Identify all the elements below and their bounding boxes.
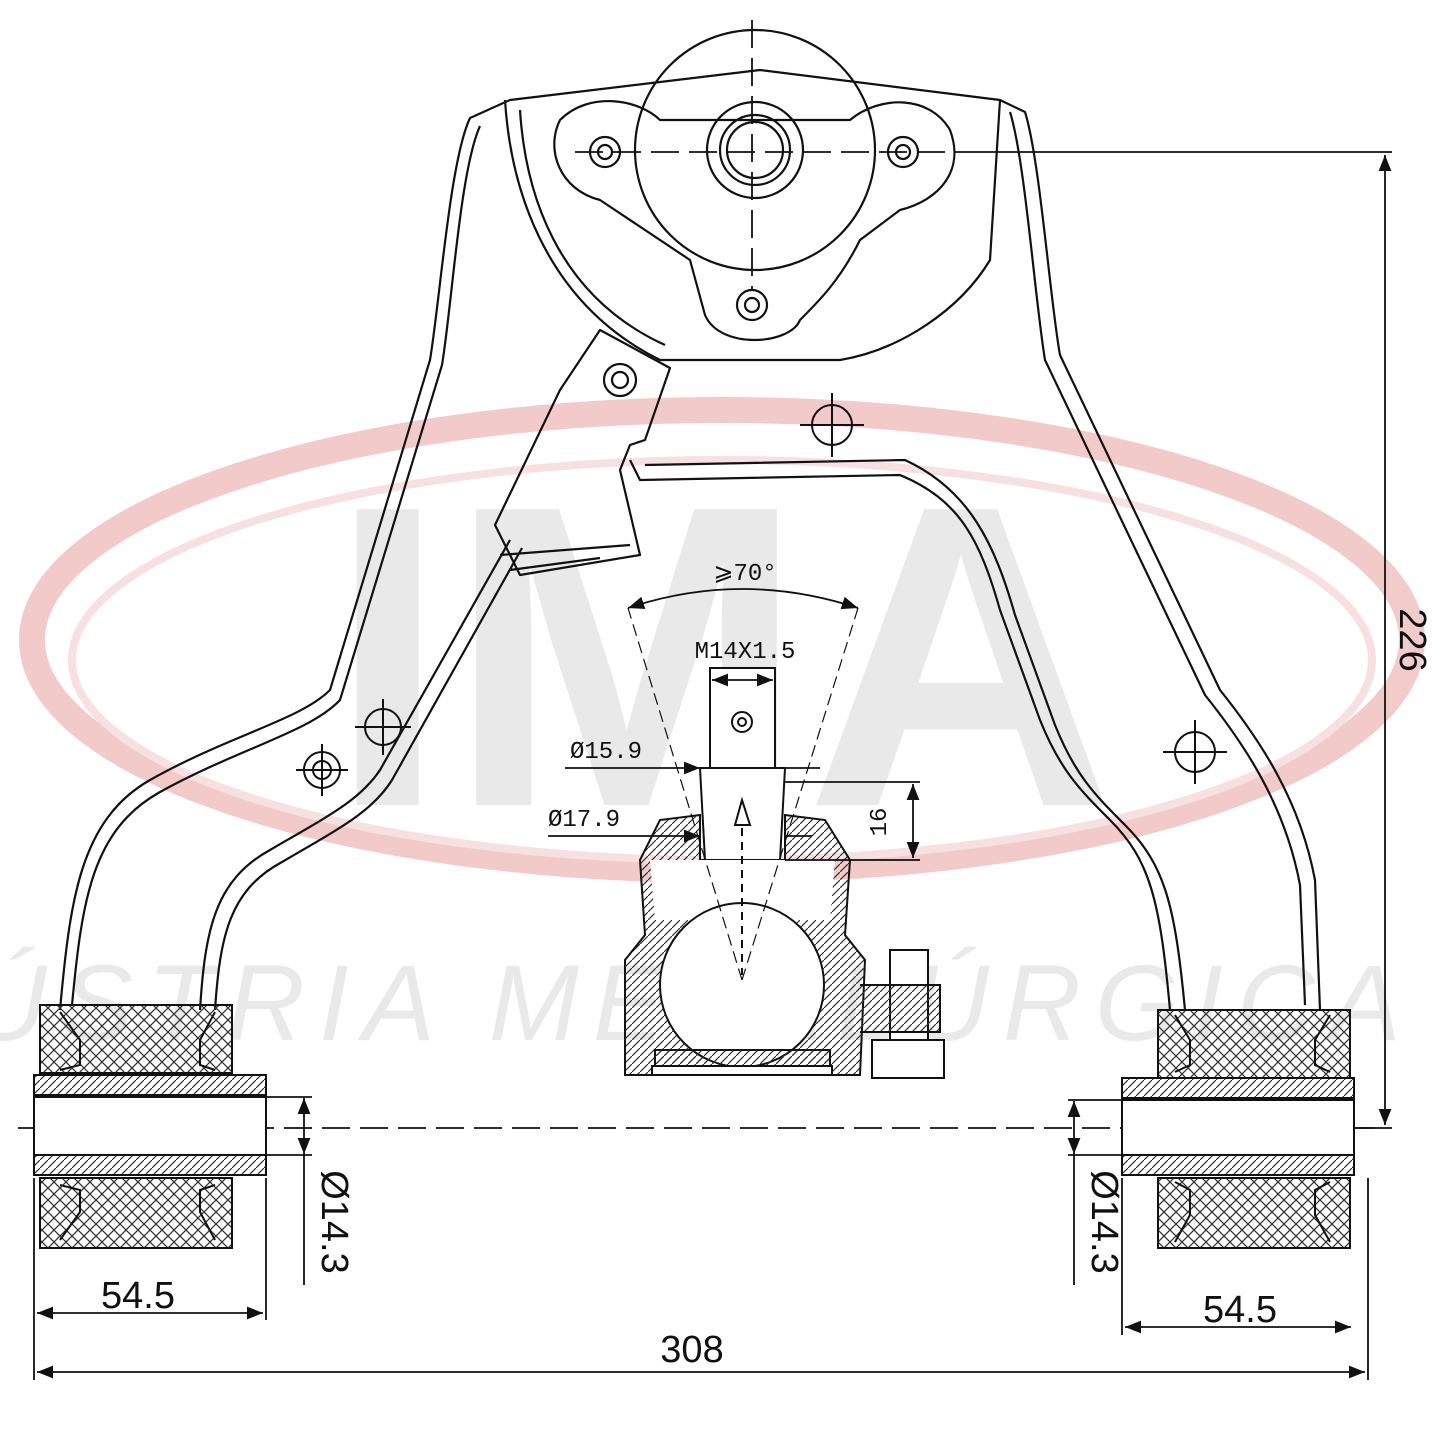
mount-plate [553,100,956,342]
arm-outer-outline [58,68,1322,1011]
dim-right-bushing-width: 54.5 [1203,1289,1277,1331]
dim-angle: ⩾70° [713,561,776,588]
right-bushing [1121,1009,1355,1249]
arm-right-inner [629,459,1172,1011]
dim-right-bore: Ø14.3 [1083,1170,1125,1274]
dim-overall-width: 308 [660,1329,723,1371]
dimension-texts: 226 308 54.5 54.5 Ø14.3 Ø14.3 ⩾70° M14X1… [101,561,1433,1371]
dim-taper-large: Ø17.9 [548,807,620,834]
dim-taper-small: Ø15.9 [570,739,642,766]
dim-taper-length: 16 [867,808,894,837]
dim-left-bushing-width: 54.5 [101,1275,175,1317]
dim-thread: M14X1.5 [695,639,796,666]
arm-left-inner [198,539,511,1011]
dim-height: 226 [1391,608,1433,671]
bolt-hole-bottom [735,288,769,322]
dim-left-bore: Ø14.3 [313,1170,355,1274]
pivot-plate [503,99,1002,362]
bracket-tab [493,328,672,577]
dimension-lines [33,151,1392,1380]
left-bushing [33,1004,267,1249]
centerlines [18,20,1375,1129]
arm-body [58,28,1322,1011]
bolt-boss [633,28,877,272]
reference-holes [296,393,1227,796]
ball-joint-construction [627,607,859,981]
